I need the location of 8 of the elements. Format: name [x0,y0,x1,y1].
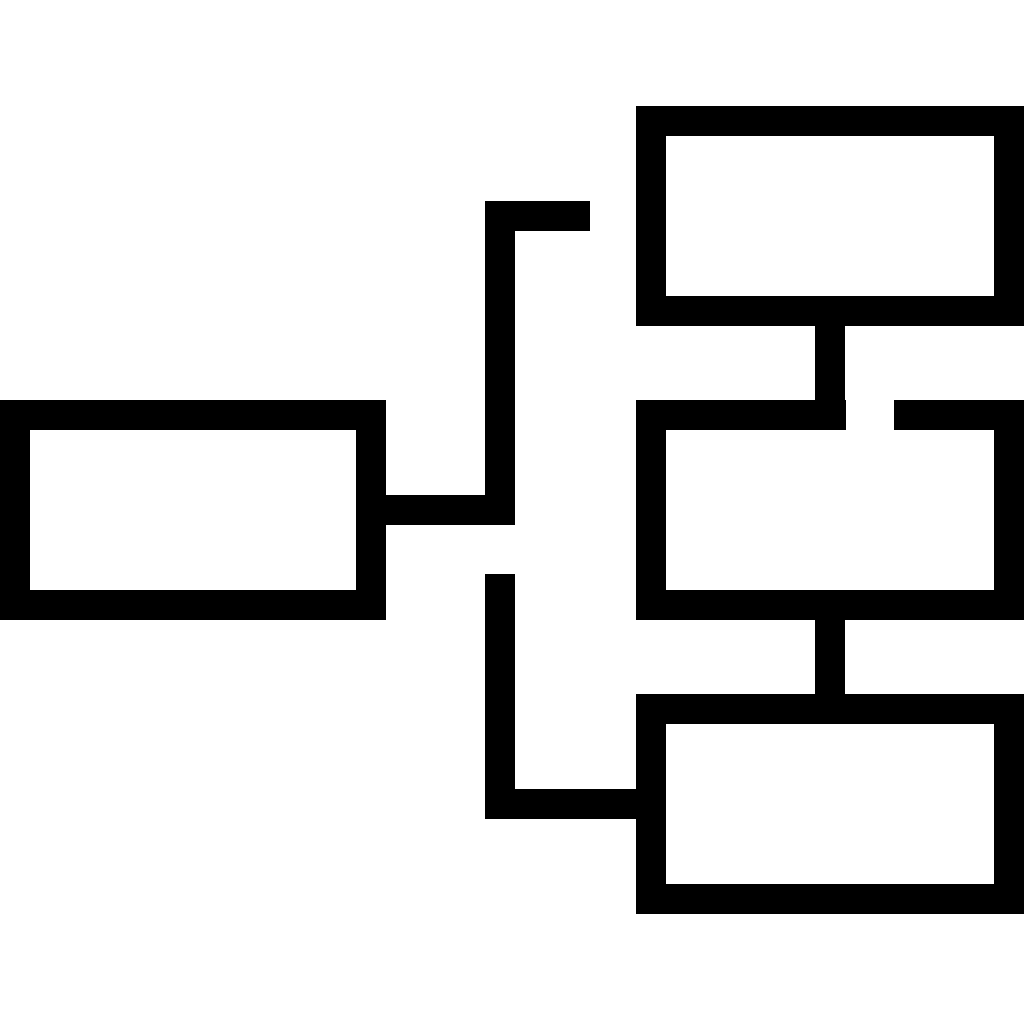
process-box [636,400,1024,620]
process-box [636,694,1024,914]
connector-line [485,574,636,819]
process-box [636,106,1024,326]
connector-line [386,201,590,525]
process-box [0,400,386,620]
connector-line [815,620,845,694]
connector-line [815,326,845,400]
